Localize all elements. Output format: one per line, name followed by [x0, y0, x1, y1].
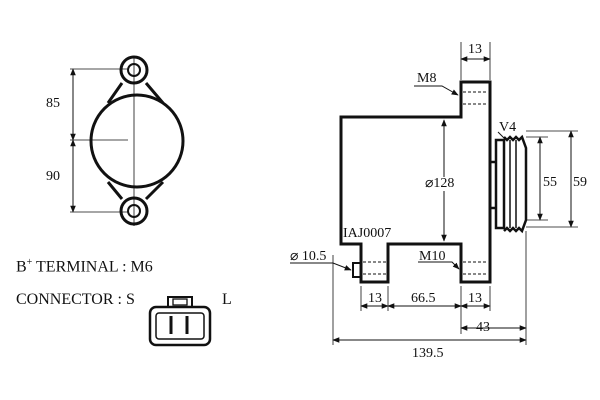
- dim-43: 43: [476, 320, 490, 335]
- dim-90: 90: [46, 169, 60, 184]
- dim-59: 59: [573, 175, 587, 190]
- thread-m10-label: M10: [419, 249, 446, 264]
- pulley: [490, 134, 528, 234]
- housing-outline: [339, 80, 492, 284]
- thread-hidden-lines: [363, 91, 488, 275]
- connector-label: CONNECTOR : S: [16, 291, 135, 308]
- front-body-outline: [89, 55, 185, 226]
- dim-66-5: 66.5: [411, 291, 436, 306]
- hole-diameter-label: ⌀ 10.5: [290, 249, 327, 264]
- dim-128: ⌀128: [425, 176, 455, 191]
- connector-icon: [148, 296, 212, 347]
- dim-13-bottom-left: 13: [368, 291, 382, 306]
- dim-13-top: 13: [468, 42, 482, 57]
- side-view: [290, 42, 578, 345]
- part-code-label: IAJ0007: [343, 226, 392, 241]
- front-centerlines: [70, 56, 135, 226]
- front-view: [70, 55, 185, 226]
- terminal-label: B+ TERMINAL : M6: [16, 257, 153, 276]
- leader-lines: [290, 85, 507, 271]
- connector-pin-l-label: L: [222, 291, 232, 308]
- dim-55: 55: [543, 175, 557, 190]
- hole-plug: [352, 262, 362, 278]
- dim-139-5: 139.5: [412, 346, 444, 361]
- dim-85: 85: [46, 96, 60, 111]
- dim-13-bottom-right: 13: [468, 291, 482, 306]
- belt-v4-label: V4: [499, 120, 517, 135]
- thread-m8-label: M8: [417, 71, 437, 86]
